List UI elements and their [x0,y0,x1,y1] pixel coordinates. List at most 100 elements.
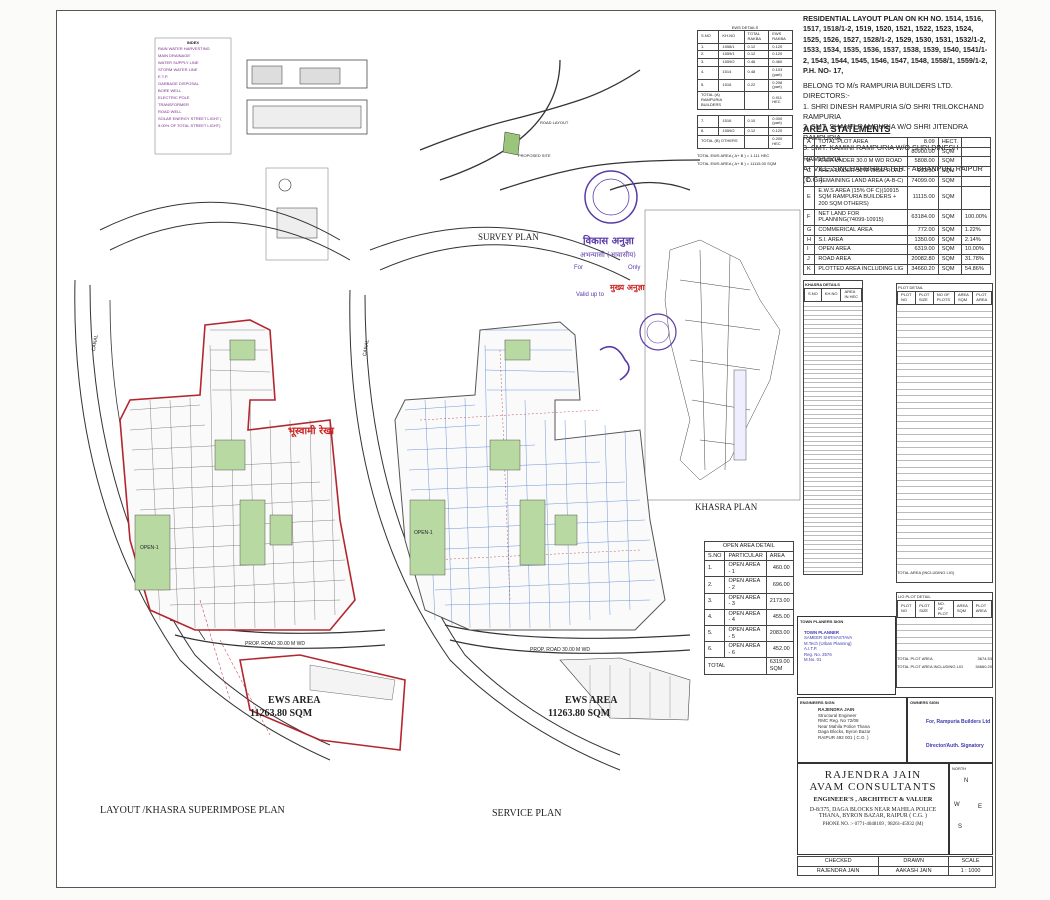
area-cell-unit: SQM [937,166,962,177]
rwh-section [246,59,368,89]
area-cell-pct [960,185,992,210]
ews-cell: 1559/2 [718,127,745,136]
area-cell-unit: SQM [937,225,962,236]
index-item: ELECTRIC POLE [158,95,190,100]
ews-area-value-right: 11263.80 SQM [548,708,611,719]
ews-area-title-right: EWS AREA [565,695,618,706]
engineer-stamp-line: RAJENDRA JAIN [818,707,855,712]
consultant-address1: D-8/375, DAGA BLOCKS NEAR MAHILA POLICE [809,807,937,813]
area-cell-unit: SQM [937,208,962,227]
ews-header: TOTAL RAKBA [743,30,770,44]
area-cell-code: G [802,225,816,236]
ews-cell: 2. [696,50,720,60]
area-cell-label: E.W.S AREA (15% OF C)(10915 SQM RAMPURIA… [814,185,909,210]
area-cell-code: B [802,156,816,168]
open-area-cell: 4. [703,608,726,626]
north-w: W [954,802,960,808]
area-cell-label: TOTAL PLOT AREA [814,137,909,148]
consultant-address2: THANA, BYRON BAZAR, RAIPUR ( C.G. ) [819,813,927,819]
area-cell-code: H [802,234,816,246]
ews-cell: 1559/1 [718,50,745,60]
ews-cell: 0.000 (part) [768,114,793,129]
area-cell-label: S.I. AREA [814,234,909,246]
engineer-stamp-line: Structural Engineer [818,712,857,718]
open-area-cell: 696.00 [765,576,794,594]
area-cell-code: A [802,137,816,148]
footer-scale-val: 1 : 1000 [948,865,993,877]
lig-h4: AREA SQM [952,599,973,619]
ews-cell: 5. [696,78,720,93]
plot-h4: AREA SQM [953,291,974,305]
ews-total-cell [743,91,770,110]
footer-table: CHECKED DRAWN SCALE RAJENDRA JAIN AAKASH… [796,856,993,877]
ews-total-cell [743,134,770,149]
stamp-hindi-note: मुख्य अनुज्ञा [610,282,645,292]
area-cell-value: 20082.80 [907,254,939,265]
area-cell-code: J [802,254,816,265]
area-cell-value: 74099.00 [907,175,939,187]
index-item: STORM WATER LINE [158,67,198,72]
plot-details: PLOT DETAIL PLOT NO PLOT SIZE NO OF PLOT… [896,283,993,583]
area-cell-code: E [802,185,816,210]
index-item: TRANSFORMER [158,102,189,107]
ews-cell: 1516 [718,78,745,93]
open-area-cell: 460.00 [765,560,794,578]
ews-header: EWS RAKBA [768,30,793,44]
area-cell-value: 80900.00 [907,146,939,158]
open-area-cell: 452.00 [765,641,794,659]
open-area-cell: 2083.00 [765,624,794,643]
area-cell-code: K [802,263,816,275]
ews-cell: 0.460 [768,58,793,67]
road-label-left: PROP. ROAD 30.00 M WD [245,641,305,647]
service-plan-label: SERVICE PLAN [492,808,562,819]
stamp-only: Only [628,265,641,271]
ews-cell: 0.48 [743,66,770,80]
ews-header: S.NO [696,30,720,44]
open-area-cell: 455.00 [765,608,794,626]
area-cell-label: PLOTTED AREA INCLUDING LIG [814,263,909,275]
ews-cell: 0.12 [743,127,770,136]
area-cell-code: F [802,208,816,227]
tp-stamp-line: SAMEER SHRIVASTAVA [804,635,853,641]
ews-cell: 8. [696,127,720,136]
ews-cell: 1558/1 [718,42,745,52]
ews-cell: 3. [696,58,720,67]
index-item: E.T.P. [158,74,169,79]
area-cell-unit: SQM [937,175,962,187]
footer-checked-val: RAJENDRA JAIN [796,865,880,877]
area-cell-unit: SQM [937,146,962,158]
area-cell-pct: 54.86% [960,263,992,275]
area-cell-unit: HECT. [937,137,962,148]
stamp-hindi-line: अभन्यासी (आवासीय) [580,251,636,259]
ews-total-cell: 0.200 HEC [768,134,793,149]
stamp-valid: Valid up to [576,292,604,298]
plot-h3: NO OF PLOTS [932,291,955,305]
index-item: RAIN WATER HARVESTING [158,46,210,51]
ews-cell: 0.208 (part) [768,78,793,93]
ews-cell: 1. [696,42,720,52]
director-1: 1. SHRI DINESH RAMPURIA S/O SHRI TRILOKC… [803,101,984,121]
right-service-plan [349,226,691,771]
lig-h5: PLOT AREA [971,599,993,619]
ews-total-cell: TOTAL (B) OTHERS [697,134,745,149]
consultant-phone: PHONE NO. :- 0771-4048169 , 98261-45932 … [822,822,924,827]
open-area-title: OPEN AREA DETAIL [704,541,794,552]
ews-cell: 0.10 [743,114,770,129]
index-item: BORE WELL [158,88,182,93]
north-box: NORTH N E W S [949,763,993,855]
engineer-stamp-line: Daga Blocks, Byron Bazar [818,729,871,734]
location-map [419,59,701,191]
khasra-h3: AREA IN HEC [840,288,862,302]
